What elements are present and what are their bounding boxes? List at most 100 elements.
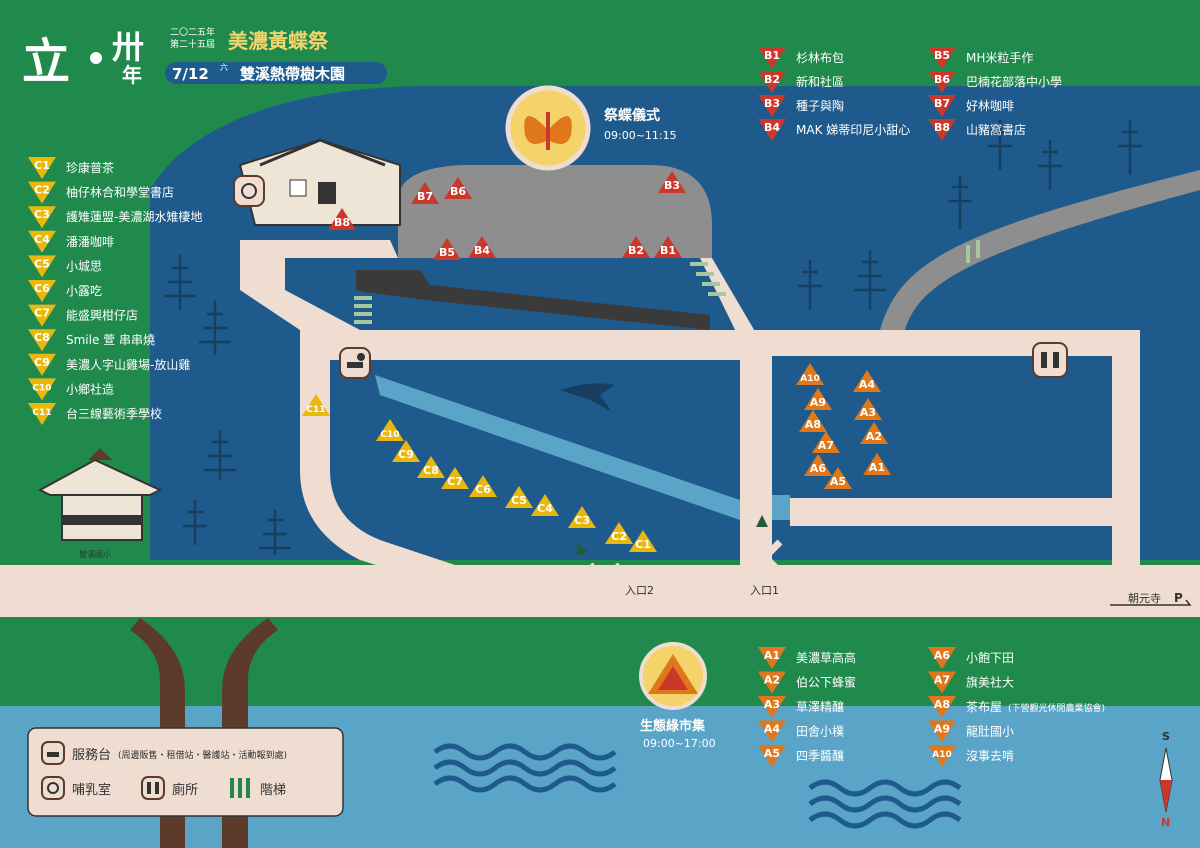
map-marker-a1[interactable]: A1 <box>863 453 891 475</box>
map-marker-c11[interactable]: C11 <box>302 394 330 416</box>
list-badge-c4-shape <box>28 230 56 253</box>
list-badge-c4[interactable]: C4 <box>28 230 56 253</box>
list-label-a10: 沒事去啃 <box>966 748 1014 763</box>
list-badge-c2[interactable]: C2 <box>28 181 56 204</box>
map-marker-c8[interactable]: C8 <box>417 456 445 478</box>
list-badge-a10-shape <box>928 745 956 767</box>
map-marker-b8[interactable]: B8 <box>328 208 356 230</box>
list-badge-a6[interactable]: A6 <box>928 647 956 669</box>
map-marker-b3[interactable]: B3 <box>658 171 686 193</box>
list-badge-b6[interactable]: B6 <box>928 71 956 93</box>
compass-south: S <box>1162 730 1170 743</box>
map-marker-c3[interactable]: C3 <box>568 506 596 528</box>
nursing-room-icon[interactable] <box>233 175 265 207</box>
map-marker-b2[interactable]: B2 <box>622 236 650 258</box>
list-badge-b4[interactable]: B4 <box>758 119 786 141</box>
map-marker-c1-shape <box>629 530 657 552</box>
list-badge-a10[interactable]: A10 <box>928 745 956 767</box>
map-marker-a9[interactable]: A9 <box>804 388 832 410</box>
map-marker-a10[interactable]: A10 <box>796 363 824 385</box>
list-badge-b7[interactable]: B7 <box>928 95 956 117</box>
map-marker-a7[interactable]: A7 <box>812 431 840 453</box>
list-badge-a7[interactable]: A7 <box>928 671 956 694</box>
map-marker-a4[interactable]: A4 <box>853 370 881 392</box>
list-badge-c11[interactable]: C11 <box>28 403 56 425</box>
stream <box>375 375 740 520</box>
map-marker-b4[interactable]: B4 <box>468 236 496 258</box>
list-badge-b5[interactable]: B5 <box>928 47 956 69</box>
map-marker-a9-code: A9 <box>810 396 826 409</box>
map-marker-b6[interactable]: B6 <box>444 177 472 199</box>
ceremony-badge[interactable] <box>505 85 591 171</box>
map-marker-c1[interactable]: C1 <box>629 530 657 552</box>
entrance-1[interactable] <box>747 515 783 575</box>
list-label-c9: 美濃人字山雞場-放山雞 <box>66 357 190 372</box>
legend-stairs-icon <box>230 778 250 798</box>
map-marker-c2[interactable]: C2 <box>605 522 633 544</box>
map-marker-c5[interactable]: C5 <box>505 486 533 508</box>
map-marker-b1[interactable]: B1 <box>654 236 682 258</box>
map-marker-a3[interactable]: A3 <box>854 398 882 420</box>
map-marker-c7[interactable]: C7 <box>441 467 469 489</box>
list-badge-a4[interactable]: A4 <box>758 720 786 743</box>
school-illustration <box>37 448 163 541</box>
list-badge-a9[interactable]: A9 <box>928 720 956 743</box>
map-marker-c10[interactable]: C10 <box>376 419 404 441</box>
service-desk-icon[interactable] <box>339 347 371 379</box>
map-marker-c9[interactable]: C9 <box>392 440 420 462</box>
list-badge-a5[interactable]: A5 <box>758 745 786 767</box>
market-badge[interactable] <box>639 642 707 710</box>
map-marker-a5-code: A5 <box>830 475 846 488</box>
right-road <box>1112 330 1140 570</box>
map-marker-c4[interactable]: C4 <box>531 494 559 516</box>
map-marker-a2[interactable]: A2 <box>860 422 888 444</box>
list-badge-c11-shape <box>28 403 56 425</box>
map-marker-c2-code: C2 <box>611 530 627 543</box>
map-marker-a6-shape <box>804 454 832 476</box>
toilet-icon[interactable] <box>1032 342 1068 378</box>
list-badge-a2-code: A2 <box>764 674 780 687</box>
list-badge-b1[interactable]: B1 <box>758 47 786 69</box>
map-marker-a6[interactable]: A6 <box>804 454 832 476</box>
list-badge-c8-code: C8 <box>34 331 50 344</box>
list-badge-c7[interactable]: C7 <box>28 304 56 327</box>
list-label-c8: Smile 萱 串串燒 <box>66 333 155 347</box>
list-badge-b3[interactable]: B3 <box>758 95 786 117</box>
map-marker-c7-shape <box>441 467 469 489</box>
list-label-b8: 山豬窩書店 <box>966 122 1026 137</box>
list-badge-c3[interactable]: C3 <box>28 206 56 229</box>
list-badge-a2[interactable]: A2 <box>758 671 786 694</box>
list-badge-c5[interactable]: C5 <box>28 255 56 278</box>
list-badge-a1[interactable]: A1 <box>758 647 786 669</box>
map-marker-a5[interactable]: A5 <box>824 467 852 489</box>
list-badge-c6[interactable]: C6 <box>28 280 56 302</box>
map-marker-b7[interactable]: B7 <box>411 182 439 204</box>
list-badge-b2[interactable]: B2 <box>758 71 786 93</box>
map-marker-c8-shape <box>417 456 445 478</box>
list-badge-c1[interactable]: C1 <box>28 157 56 179</box>
list-badge-a3[interactable]: A3 <box>758 696 786 718</box>
list-badge-a8[interactable]: A8 <box>928 696 956 718</box>
list-badge-c9[interactable]: C9 <box>28 353 56 376</box>
map-marker-c9-code: C9 <box>398 448 414 461</box>
map-marker-b5[interactable]: B5 <box>433 238 461 260</box>
list-badge-c10[interactable]: C10 <box>28 378 56 401</box>
lower-right-road <box>790 498 1120 526</box>
map-marker-b8-code: B8 <box>334 216 350 229</box>
map-marker-c6[interactable]: C6 <box>469 475 497 497</box>
entrance-2-label: 入口2 <box>625 584 654 597</box>
map-marker-b7-shape <box>411 182 439 204</box>
entrance-2[interactable] <box>576 544 623 598</box>
market-time: 09:00~17:00 <box>643 737 716 750</box>
list-badge-c8[interactable]: C8 <box>28 329 56 352</box>
list-badge-b8[interactable]: B8 <box>928 119 956 141</box>
map-marker-a8[interactable]: A8 <box>799 410 827 432</box>
